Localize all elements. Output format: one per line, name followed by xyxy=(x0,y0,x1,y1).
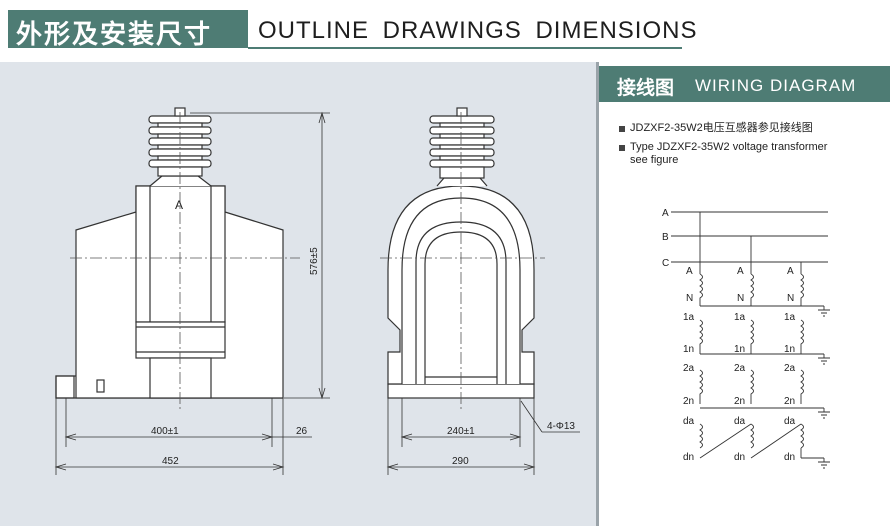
title-cn-box xyxy=(8,10,248,48)
wiring-title-en: WIRING DIAGRAM xyxy=(695,76,857,95)
side-insulator-sheds xyxy=(429,115,495,179)
dim-front-bolt: 400±1 xyxy=(151,426,179,437)
secondary-1-coils xyxy=(699,319,804,354)
wiring-note-3: see figure xyxy=(630,154,679,166)
wiring-diagram: A B C A A A N N N 1a 1a 1a 1n 1n 1n 2a 2… xyxy=(662,208,830,469)
label-a: A xyxy=(175,198,183,212)
panel-separator xyxy=(596,62,599,526)
coil-label: 2n xyxy=(683,396,694,407)
ground-bolt xyxy=(96,379,105,393)
coil-label: 1a xyxy=(734,312,746,323)
residual-coils xyxy=(699,423,804,449)
coil-label: dn xyxy=(734,452,745,463)
coil-label: A xyxy=(737,266,744,277)
coil-label: 2n xyxy=(784,396,795,407)
outline-drawings: A 576±5 400±1 26 452 240±1 290 4-Φ13 xyxy=(54,107,580,475)
wiring-title-bar xyxy=(599,66,890,102)
coil-label: 1a xyxy=(784,312,796,323)
coil-label: dn xyxy=(683,452,694,463)
coil-label: 1n xyxy=(734,344,745,355)
dim-holes: 4-Φ13 xyxy=(547,421,575,432)
coil-label: A xyxy=(686,266,693,277)
dim-front-width: 452 xyxy=(162,456,179,467)
coil-label: N xyxy=(737,293,744,304)
note-bullet-1 xyxy=(619,126,625,132)
front-view xyxy=(55,107,284,399)
coil-label: da xyxy=(683,416,695,427)
coil-label: 2n xyxy=(734,396,745,407)
dim-side-width: 290 xyxy=(452,456,469,467)
coil-label: N xyxy=(787,293,794,304)
wiring-title-cn: 接线图 xyxy=(617,77,675,99)
title-en: OUTLINE DRAWINGS DIMENSIONS xyxy=(258,17,698,44)
coil-label: da xyxy=(784,416,796,427)
title-underline xyxy=(248,47,682,49)
side-terminal xyxy=(456,107,468,117)
coil-label: da xyxy=(734,416,746,427)
coil-label: 2a xyxy=(683,363,695,374)
dim-front-offset: 26 xyxy=(296,426,308,437)
phase-label-b: B xyxy=(662,232,669,243)
coil-label: dn xyxy=(784,452,795,463)
wiring-note-1: JDZXF2-35W2电压互感器参见接线图 xyxy=(630,122,813,134)
coil-label: A xyxy=(787,266,794,277)
coil-label: 2a xyxy=(734,363,746,374)
primary-coils xyxy=(699,273,804,306)
coil-label: 1n xyxy=(784,344,795,355)
side-view xyxy=(387,107,535,399)
wiring-panel xyxy=(599,62,890,526)
secondary-2-coils xyxy=(699,369,804,404)
dim-height: 576±5 xyxy=(309,247,320,275)
coil-label: 2a xyxy=(784,363,796,374)
coil-label: N xyxy=(686,293,693,304)
coil-label: 1a xyxy=(683,312,695,323)
phase-label-c: C xyxy=(662,258,669,269)
wiring-note-2: Type JDZXF2-35W2 voltage transformer xyxy=(630,141,828,153)
title-cn: 外形及安装尺寸 xyxy=(16,20,213,50)
note-bullet-2 xyxy=(619,145,625,151)
phase-label-a: A xyxy=(662,208,669,219)
coil-label: 1n xyxy=(683,344,694,355)
dim-side-bolt: 240±1 xyxy=(447,426,475,437)
page-header: 外形及安装尺寸 OUTLINE DRAWINGS DIMENSIONS xyxy=(0,0,890,58)
